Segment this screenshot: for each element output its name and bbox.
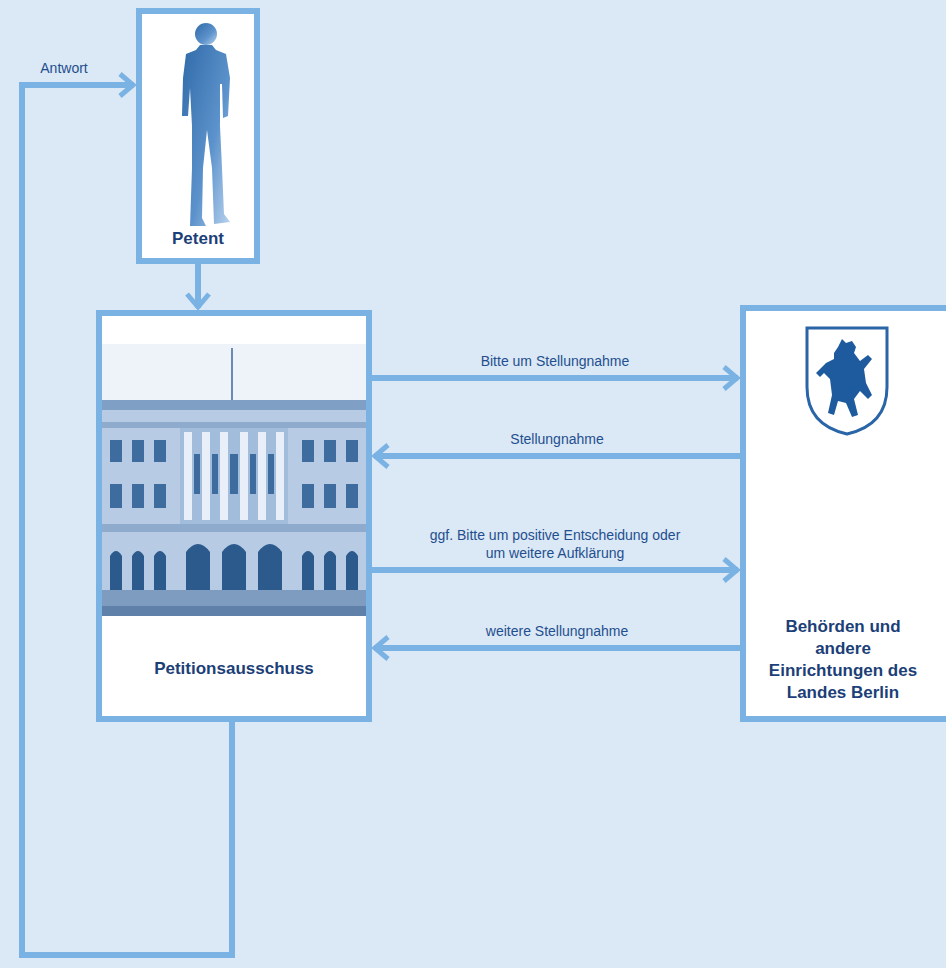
flow-arrow — [374, 453, 740, 459]
flow-arrow — [374, 645, 740, 651]
flow-arrow — [372, 375, 738, 381]
edge-label: ggf. Bitte um positive Entscheidung oder… — [426, 526, 684, 562]
flow-arrow — [195, 264, 201, 308]
berlin-coat-of-arms — [804, 325, 890, 437]
flow-arrow — [372, 567, 738, 573]
node-label: Petent — [172, 228, 224, 250]
edge-label: weitere Stellungnahme — [486, 622, 628, 640]
edge-label: Stellungnahme — [510, 430, 603, 448]
node-label: Behörden und andere Einrichtungen des La… — [768, 616, 918, 704]
node-label: Petitionsausschuss — [154, 658, 314, 680]
authority-box: Behörden und andere Einrichtungen des La… — [740, 305, 946, 722]
petitioner-box: Petent — [136, 8, 260, 264]
committee-box: Petitionsausschuss — [96, 310, 372, 722]
edge-label: Bitte um Stellungnahme — [481, 352, 630, 370]
edge-label: Antwort — [40, 59, 87, 77]
person-figure — [170, 18, 240, 230]
parliament-photo — [102, 344, 366, 616]
